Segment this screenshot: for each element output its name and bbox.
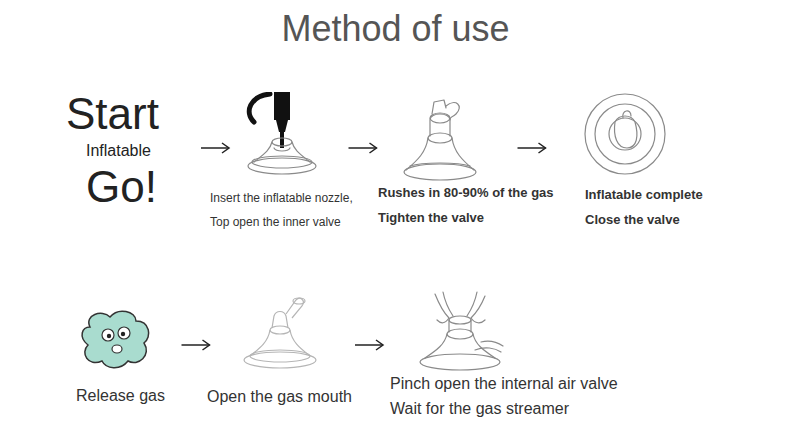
step-illustration [400,92,480,182]
start-block: StartInflatableGo! [66,88,190,208]
step-caption: Open the gas mouth [207,386,352,407]
flow-arrow [349,143,377,153]
step-inflate: Rushes in 80-90% of the gasTighten the v… [400,92,480,182]
step-caption: Release gas [76,385,165,406]
step-insert: Insert the inflatable nozzle, Top open t… [240,92,325,177]
flow-arrow [182,340,210,350]
step-illustration [238,290,323,370]
step-caption: Inflatable complete [585,186,703,203]
release-blob: Release gas [78,305,153,375]
step-complete: Inflatable completeClose the valve [583,92,668,177]
step-caption: Wait for the gas streamer [390,398,569,419]
step-open: Open the gas mouth [238,290,323,370]
flow-arrow [518,143,546,153]
step-pinch: Pinch open the internal air valveWait fo… [415,290,510,372]
step-illustration [415,290,510,372]
flow-arrow [201,143,229,153]
start-word: Start [66,88,190,140]
step-caption: Close the valve [585,211,680,228]
step-caption: Rushes in 80-90% of the gas [378,184,554,201]
step-illustration [240,92,325,177]
step-caption: Tighten the valve [378,209,484,226]
step-caption: Pinch open the internal air valve [390,373,618,394]
start-word: Go! [86,162,190,212]
flow-arrow [355,340,383,350]
step-illustration [583,92,668,177]
step-caption: Insert the inflatable nozzle, Top open t… [210,186,375,234]
start-subtitle: Inflatable [86,140,190,162]
diagram-title: Method of use [0,8,791,50]
step-illustration [78,305,153,375]
